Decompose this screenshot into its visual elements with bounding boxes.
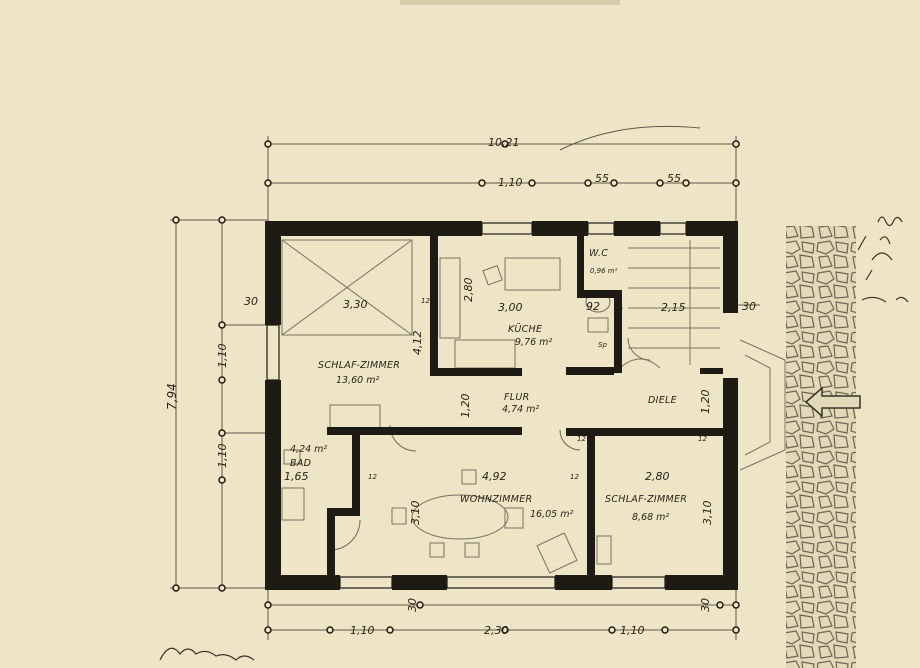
dim-bedroom2-width: 2,80	[645, 470, 670, 483]
dim-bedroom-depth: 4,12	[411, 331, 424, 356]
dim-overall-depth: 7,94	[165, 383, 179, 410]
room-bath-area: 4,24 m²	[290, 444, 327, 455]
room-wc-name: W.C	[589, 248, 608, 259]
room-flur-name: FLUR	[504, 392, 530, 403]
paper-top-stain	[400, 0, 620, 5]
dim-kitchen-upper: 2,80	[462, 278, 475, 303]
dim-left-upper: 1,10	[216, 344, 229, 369]
furniture-sketch	[281, 239, 786, 574]
dim-kitchen-width: 3,00	[498, 301, 523, 314]
room-living-area: 16,05 m²	[530, 509, 573, 520]
dim-inner-12-d: 12	[412, 426, 421, 434]
dim-living-depth: 3,10	[409, 501, 422, 526]
dim-hall-depth: 1,20	[459, 394, 472, 419]
room-living-name: WOHNZIMMER	[460, 494, 532, 505]
room-bedroom-area: 13,60 m²	[336, 375, 379, 386]
room-bedroom-name: SCHLAF-ZIMMER	[318, 360, 400, 371]
dim-stair-width: 2,15	[661, 301, 686, 314]
dim-bottom-right: 1,10	[620, 624, 645, 637]
room-shower-name: Sp	[598, 341, 607, 349]
handwritten-scribbles	[159, 216, 909, 661]
dim-wc-gap: 92	[586, 300, 600, 313]
walls	[265, 221, 738, 590]
room-kitchen-name: KÜCHE	[508, 324, 542, 335]
dim-bath-width: 1,65	[284, 470, 309, 483]
dim-inner-12-g: 12	[698, 435, 707, 443]
dim-overall-width: 10,21	[488, 136, 520, 149]
dim-entry-depth: 1,20	[699, 390, 712, 415]
room-bath-name: BAD	[290, 458, 311, 469]
windows	[266, 222, 687, 589]
dimension-dots	[172, 140, 740, 634]
dim-bedroom-width: 3,30	[343, 298, 368, 311]
room-wc-area: 0,96 m²	[590, 267, 618, 275]
dim-wall-left: 30	[244, 295, 258, 308]
room-kitchen-area: 9,76 m²	[515, 337, 552, 348]
dim-top-window-3: 55	[667, 172, 681, 185]
dim-inner-12-f: 12	[614, 306, 623, 314]
dim-wall-right: 30	[742, 300, 756, 313]
room-bedroom2-area: 8,68 m²	[632, 512, 669, 523]
dim-top-window-2: 55	[595, 172, 609, 185]
dim-bottom-left: 1,10	[350, 624, 375, 637]
dim-inner-12-c: 12	[570, 473, 579, 481]
dim-living-width: 4,92	[482, 470, 507, 483]
room-flur-area: 4,74 m²	[502, 404, 539, 415]
dim-wall-bottom-right: 30	[699, 598, 712, 612]
path-arrow-icon	[804, 386, 861, 418]
dim-inner-12-e: 12	[577, 435, 586, 443]
dim-left-lower: 1,10	[216, 444, 229, 469]
dim-bottom-mid: 2,30	[484, 624, 509, 637]
dim-inner-12-b: 12	[368, 473, 377, 481]
dim-wall-bottom-left: 30	[406, 598, 419, 612]
dim-inner-12-a: 12	[421, 297, 430, 305]
room-bedroom2-name: SCHLAF-ZIMMER	[605, 494, 687, 505]
room-diele-name: DIELE	[648, 395, 677, 406]
dim-top-window-1: 1,10	[498, 176, 523, 189]
dim-bedroom2-depth: 3,10	[701, 501, 714, 526]
cobblestone-path	[786, 226, 856, 668]
